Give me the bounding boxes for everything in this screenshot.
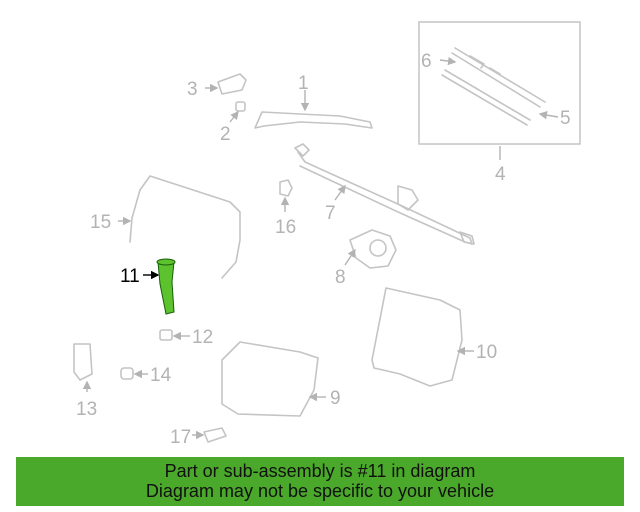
wiper-linkage-part-7[interactable] xyxy=(294,143,475,245)
wiper-arm-part-1[interactable] xyxy=(254,111,373,129)
callout-7: 7 xyxy=(325,203,336,224)
washer-hose-part-15[interactable] xyxy=(129,175,241,279)
clip-part-16[interactable] xyxy=(279,179,293,197)
callout-12: 12 xyxy=(192,327,213,348)
callout-13: 13 xyxy=(76,399,97,420)
callout-4: 4 xyxy=(495,164,506,185)
callout-3: 3 xyxy=(187,79,198,100)
callout-10: 10 xyxy=(476,342,497,363)
reservoir-housing-part-10[interactable] xyxy=(371,287,463,387)
callout-11: 11 xyxy=(120,266,140,287)
washer-reservoir-part-9[interactable] xyxy=(221,341,319,417)
grommet-part-12[interactable] xyxy=(159,329,173,341)
callout-2: 2 xyxy=(220,124,231,145)
washer-pump-part-13[interactable] xyxy=(73,343,93,381)
callout-5: 5 xyxy=(560,108,571,129)
callout-16: 16 xyxy=(275,217,296,238)
banner-line-2: Diagram may not be specific to your vehi… xyxy=(145,481,495,501)
nozzle-part-17[interactable] xyxy=(203,427,227,443)
callout-9: 9 xyxy=(330,388,341,409)
wiper-motor-part-8[interactable] xyxy=(349,229,397,269)
callout-8: 8 xyxy=(335,267,346,288)
filler-neck-part-11[interactable] xyxy=(156,258,176,315)
callout-15: 15 xyxy=(90,212,111,233)
callout-14: 14 xyxy=(150,365,172,386)
info-banner: Part or sub-assembly is #11 in diagram D… xyxy=(16,457,624,506)
callout-1: 1 xyxy=(298,73,309,94)
wiper-blade-set-part-4[interactable] xyxy=(418,21,581,145)
banner-line-1: Part or sub-assembly is #11 in diagram xyxy=(164,461,476,481)
pivot-cap-part-3[interactable] xyxy=(217,73,247,95)
grommet-part-14[interactable] xyxy=(120,367,134,380)
nut-part-2[interactable] xyxy=(235,101,246,112)
callout-6: 6 xyxy=(421,51,432,72)
callout-17: 17 xyxy=(170,427,191,448)
